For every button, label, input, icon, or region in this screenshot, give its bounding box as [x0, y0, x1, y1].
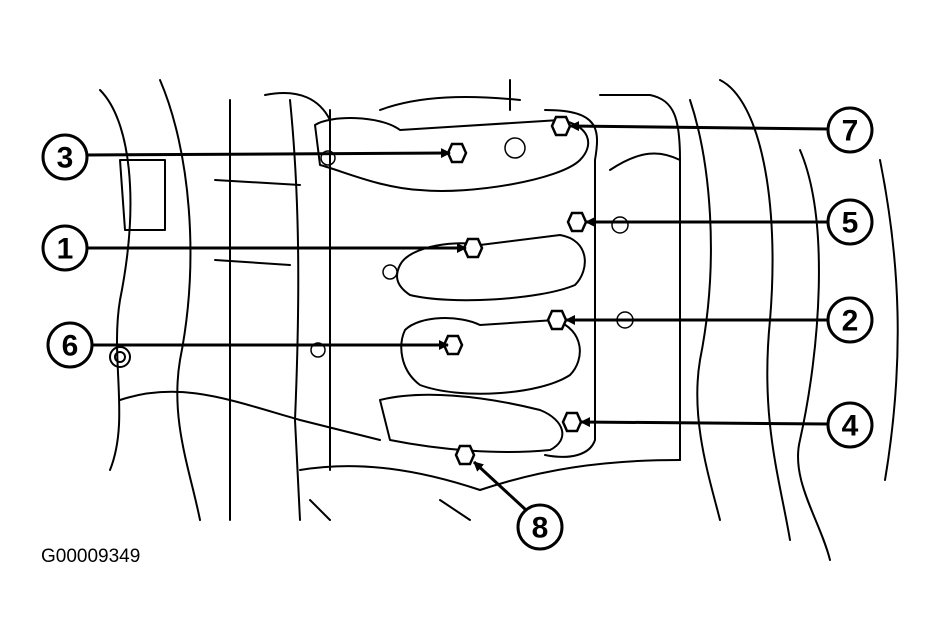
bolt-3	[446, 142, 468, 164]
bolt-5	[566, 211, 588, 233]
svg-text:7: 7	[842, 115, 859, 148]
svg-text:5: 5	[842, 207, 859, 240]
callout-2: 2	[826, 296, 874, 344]
svg-text:4: 4	[842, 410, 859, 443]
callout-3: 3	[41, 133, 89, 181]
bolt-7	[550, 115, 572, 137]
svg-text:6: 6	[62, 330, 79, 363]
svg-text:3: 3	[57, 142, 74, 175]
callout-1: 1	[41, 224, 89, 272]
svg-text:8: 8	[532, 512, 549, 545]
bolt-8	[454, 444, 476, 466]
figure-id: G00009349	[41, 546, 141, 567]
bolt-4	[561, 411, 583, 433]
bolt-1	[462, 237, 484, 259]
svg-text:2: 2	[842, 305, 859, 338]
svg-text:1: 1	[57, 233, 74, 266]
bolt-2	[546, 309, 568, 331]
callout-7: 7	[826, 106, 874, 154]
callout-6: 6	[46, 321, 94, 369]
leader-lines	[86, 121, 829, 512]
callout-5: 5	[826, 198, 874, 246]
callout-8: 8	[516, 503, 564, 551]
callout-4: 4	[826, 401, 874, 449]
